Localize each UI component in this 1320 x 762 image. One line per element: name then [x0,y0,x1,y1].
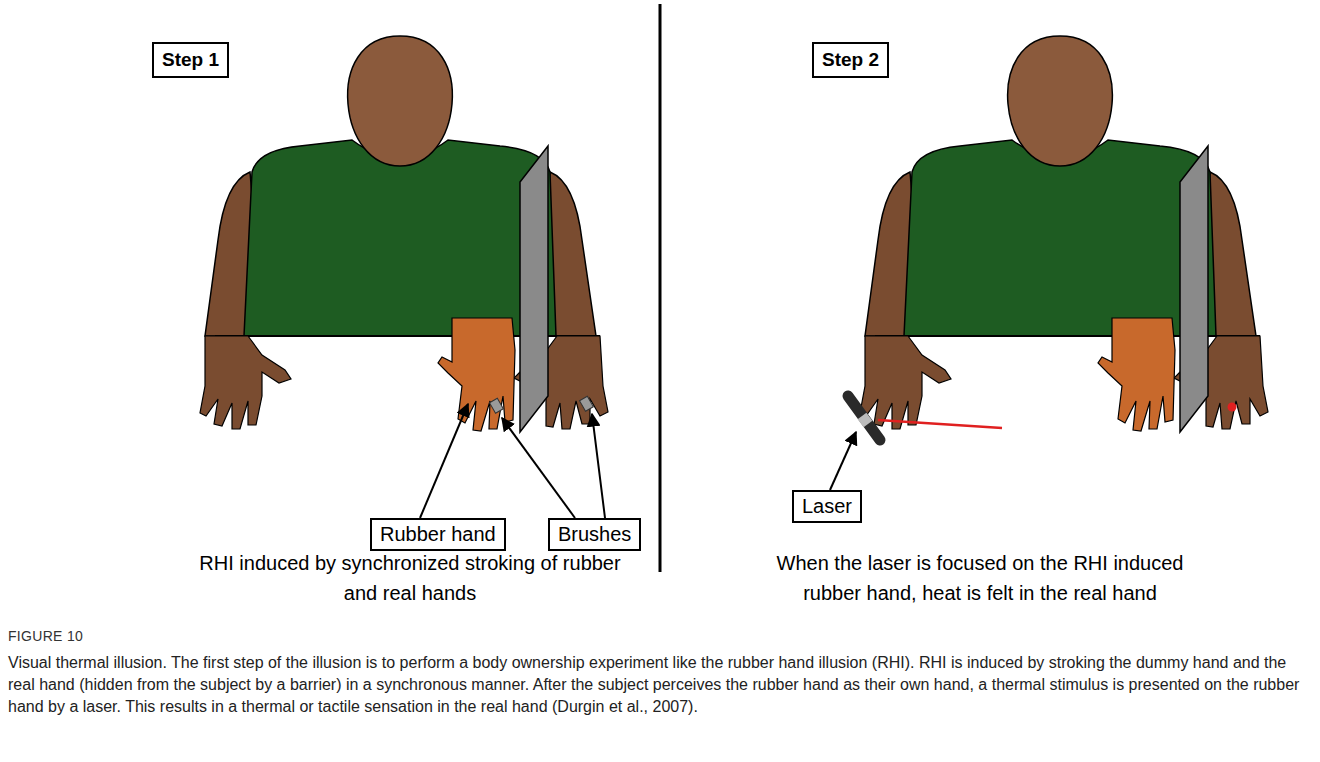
leader-line [830,432,856,490]
brush-tip [580,396,594,411]
leader-line [592,414,605,518]
node-label: Step 2 [822,49,879,71]
step-box: Step 2 [812,42,889,78]
panel-caption: When the laser is focused on the RHI ind… [745,548,1215,608]
callout-box: Laser [792,490,862,523]
subject-step1 [200,36,608,432]
panel-caption: RHI induced by synchronized stroking of … [190,548,630,608]
step-box: Step 1 [152,42,229,78]
figure-title: FIGURE 10 [8,628,83,644]
figure-caption: Visual thermal illusion. The first step … [8,652,1308,718]
node-label: Rubber hand [380,523,496,546]
node-label: Laser [802,495,852,518]
laser-band [862,416,868,424]
laser-beam [878,420,1002,428]
callout-box: Rubber hand [370,518,506,551]
laser-device [848,396,880,440]
heat-spot [1228,403,1237,412]
callout-box: Brushes [548,518,641,551]
subject-step2 [860,36,1268,432]
node-label: Brushes [558,523,631,546]
brush-tip [490,398,504,413]
leader-line [420,404,468,518]
panel-divider [659,4,662,572]
leader-line [502,418,575,518]
node-label: Step 1 [162,49,219,71]
